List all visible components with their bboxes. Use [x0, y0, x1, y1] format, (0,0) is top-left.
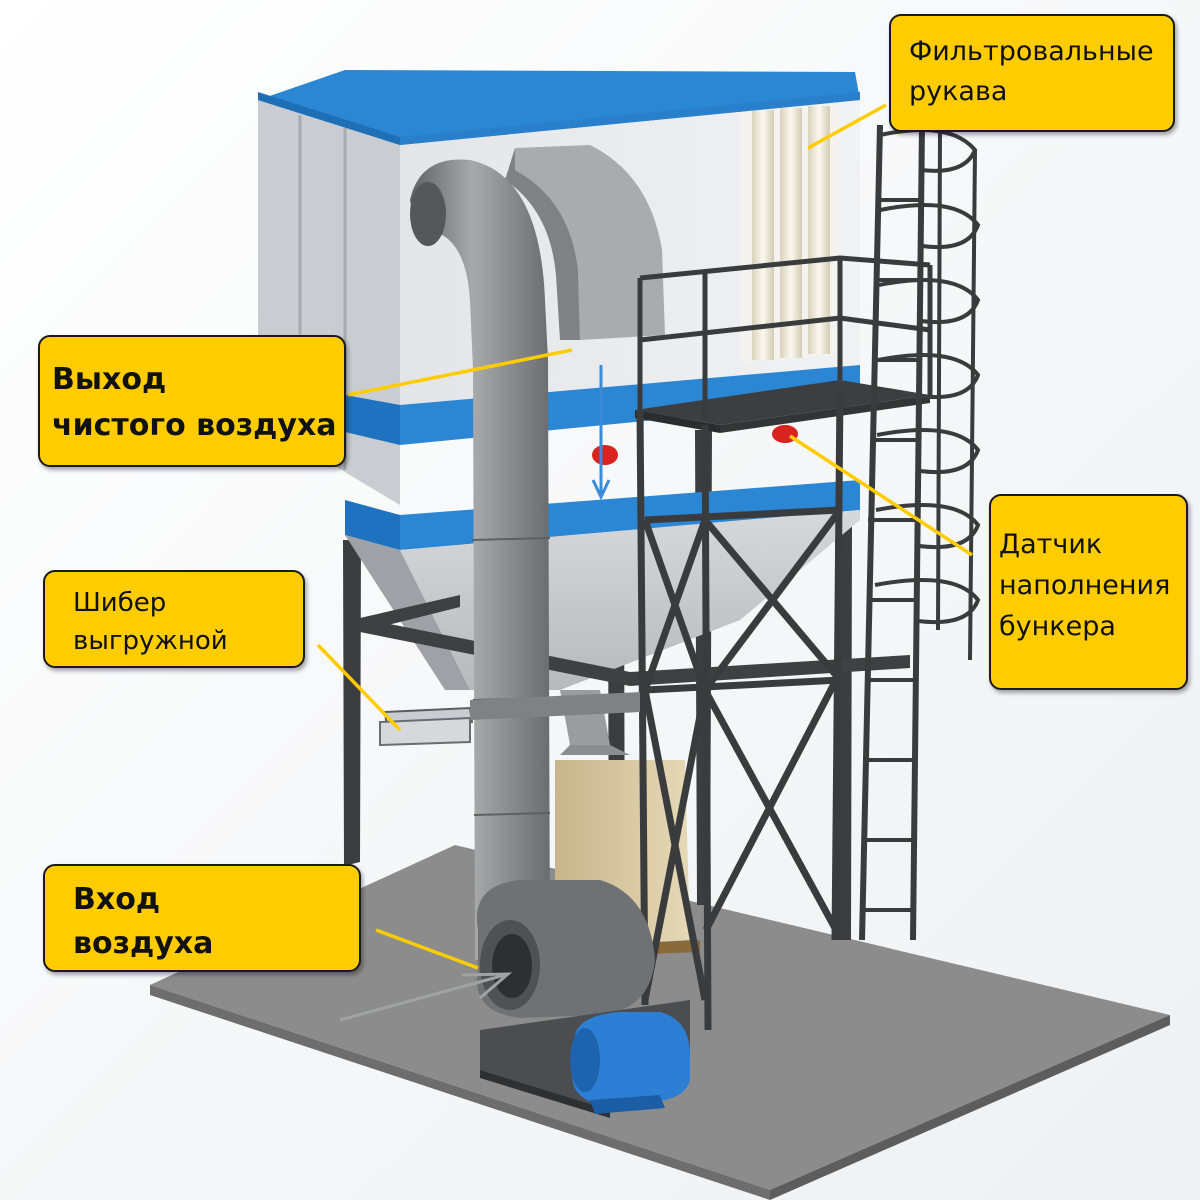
callout-clean-air-outlet-line-1: Выход [52, 362, 167, 397]
service-platform [635, 255, 933, 433]
callout-clean-air-outlet: Выход чистого воздуха [38, 335, 346, 467]
leader-lines [316, 103, 973, 970]
blue-roof [258, 70, 860, 145]
callout-clean-air-outlet-line-2: чистого воздуха [52, 408, 337, 443]
platform-tower [636, 389, 844, 1031]
inlet-arrow [339, 972, 513, 1022]
discharge-gate-device [379, 692, 640, 747]
callout-hopper-fill-sensor: Датчик наполнения бункера [989, 494, 1188, 690]
callout-air-inlet: Вход воздуха [43, 864, 361, 972]
callout-discharge-gate-line-2: выгружной [73, 626, 228, 656]
fan-motor [570, 1012, 690, 1114]
callout-hopper-fill-sensor-line-3: бункера [999, 611, 1116, 642]
callout-hopper-fill-sensor-line-1: Датчик [999, 529, 1103, 560]
callout-hopper-fill-sensor-line-2: наполнения [999, 570, 1171, 601]
filter-sleeves [740, 104, 840, 362]
airflow-arrow [591, 365, 611, 501]
callout-discharge-gate: Шибер выгружной [43, 570, 305, 668]
callout-air-inlet-line-1: Вход [73, 882, 161, 917]
callout-filter-sleeves: Фильтровальные рукава [889, 14, 1175, 132]
callout-filter-sleeves-line-2: рукава [909, 76, 1008, 107]
callout-air-inlet-line-2: воздуха [73, 926, 214, 961]
callout-filter-sleeves-line-1: Фильтровальные [909, 36, 1154, 67]
outlet-duct [505, 145, 665, 340]
callout-discharge-gate-line-1: Шибер [73, 588, 167, 618]
